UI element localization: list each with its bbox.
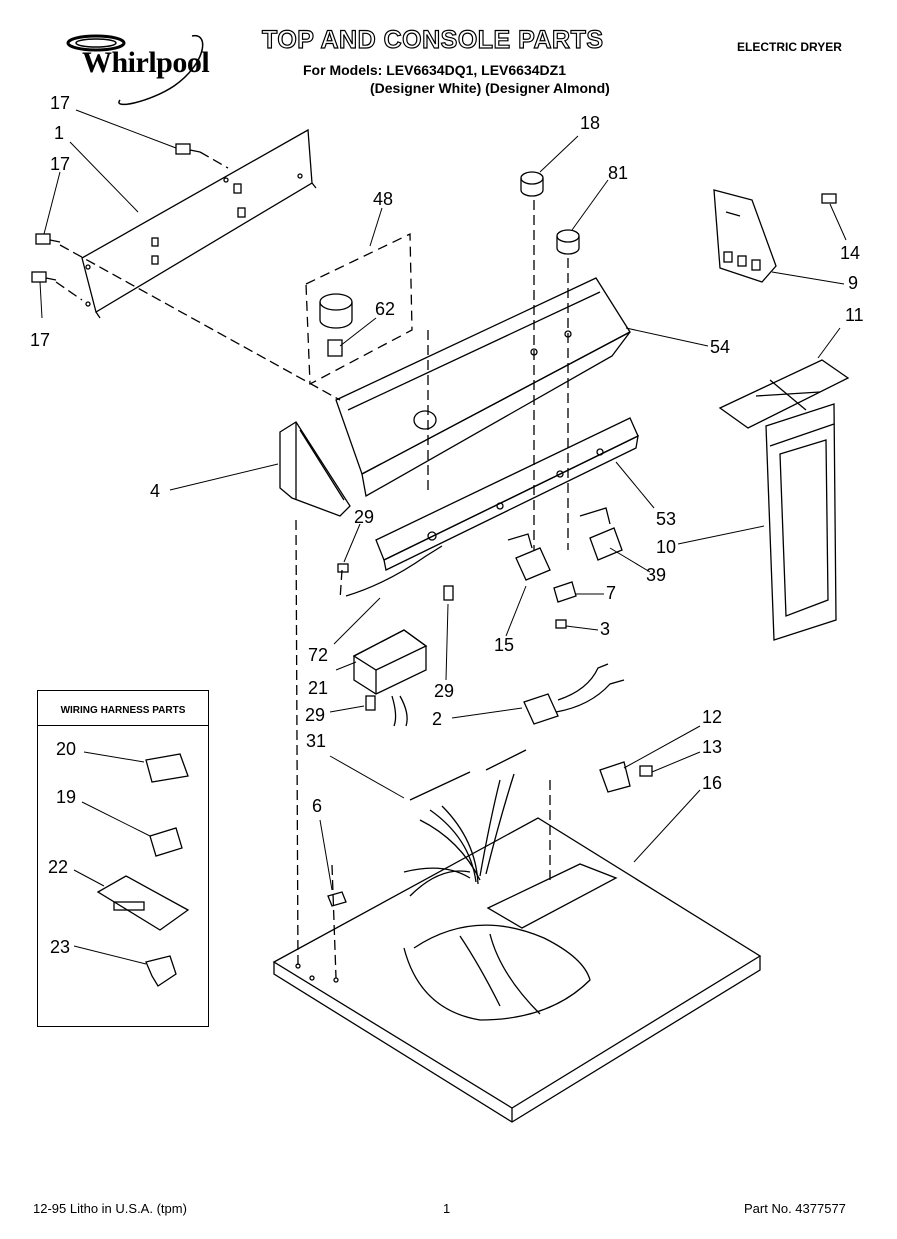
callout-17: 17 xyxy=(50,154,71,174)
part-connector-22 xyxy=(96,875,190,931)
print-info: 12-95 Litho in U.S.A. (tpm) xyxy=(33,1201,187,1216)
callout-21: 21 xyxy=(308,678,329,698)
part-console-bracket xyxy=(375,417,639,571)
part-back-plate xyxy=(81,128,317,319)
callout-23: 23 xyxy=(50,937,71,957)
callout-54: 54 xyxy=(710,337,731,357)
part-knob-assembly-box xyxy=(305,232,413,386)
part-connector-19 xyxy=(149,827,183,857)
part-hinge-9 xyxy=(713,189,777,283)
part-end-cap xyxy=(279,421,351,517)
part-clip-6 xyxy=(327,891,347,907)
part-console-panel xyxy=(335,277,631,498)
callout-7: 7 xyxy=(606,583,617,603)
part-screw-13 xyxy=(639,765,653,777)
part-connector-23 xyxy=(145,955,177,987)
callout-6: 6 xyxy=(312,796,323,816)
part-number: Part No. 4377577 xyxy=(744,1201,846,1216)
callout-4: 4 xyxy=(150,481,161,501)
callout-29: 29 xyxy=(354,507,375,527)
part-knob-62 xyxy=(319,293,353,357)
part-knob-18 xyxy=(520,171,544,197)
callout-2: 2 xyxy=(432,709,443,729)
part-lint-screen-10 xyxy=(765,403,837,641)
part-wiring-harness-31 xyxy=(403,749,591,1021)
whirlpool-logo: Whirlpool xyxy=(82,46,210,79)
callout-39: 39 xyxy=(646,565,667,585)
part-connector-20 xyxy=(145,753,189,783)
model-numbers: For Models: LEV6634DQ1, LEV6634DZ1 xyxy=(303,62,566,78)
part-clip-12 xyxy=(599,761,631,793)
part-knob-81 xyxy=(556,229,580,255)
callout-62: 62 xyxy=(375,299,396,319)
callout-1: 1 xyxy=(54,123,65,143)
callout-22: 22 xyxy=(48,857,69,877)
part-wire-72 xyxy=(345,545,443,597)
page-title: TOP AND CONSOLE PARTS xyxy=(261,25,604,54)
callout-19: 19 xyxy=(56,787,77,807)
model-variants: (Designer White) (Designer Almond) xyxy=(370,80,610,96)
inset-title: WIRING HARNESS PARTS xyxy=(60,705,186,716)
callout-18: 18 xyxy=(580,113,601,133)
callout-14: 14 xyxy=(840,243,861,263)
part-screws-29 xyxy=(337,563,454,711)
part-screw-14 xyxy=(821,193,837,204)
part-switch-15 xyxy=(507,533,551,581)
callout-17: 17 xyxy=(30,330,51,350)
part-switch-39 xyxy=(579,507,623,561)
callout-3: 3 xyxy=(600,619,611,639)
part-dryer-top xyxy=(272,817,762,1123)
callout-11: 11 xyxy=(845,305,864,325)
callout-81: 81 xyxy=(608,163,629,183)
callout-31: 31 xyxy=(306,731,327,751)
callout-29: 29 xyxy=(305,705,326,725)
leader-lines xyxy=(39,109,847,965)
callout-17: 17 xyxy=(50,93,71,113)
inset-divider xyxy=(37,725,209,726)
callout-15: 15 xyxy=(494,635,515,655)
part-lint-cover-11 xyxy=(718,359,850,429)
page-number: 1 xyxy=(443,1201,451,1216)
part-screw-3 xyxy=(555,619,567,629)
wiring-harness-inset xyxy=(37,690,209,1027)
callout-16: 16 xyxy=(702,773,723,793)
callout-20: 20 xyxy=(56,739,77,759)
part-terminal-block-2 xyxy=(523,663,625,725)
callout-29: 29 xyxy=(434,681,455,701)
callout-13: 13 xyxy=(702,737,723,757)
callout-48: 48 xyxy=(373,189,394,209)
callout-10: 10 xyxy=(656,537,677,557)
part-screws-17 xyxy=(31,143,201,283)
part-timer-21 xyxy=(352,629,428,727)
callout-72: 72 xyxy=(308,645,329,665)
appliance-type: ELECTRIC DRYER xyxy=(737,40,842,54)
whirlpool-swirl-logo xyxy=(66,34,204,106)
callout-9: 9 xyxy=(848,273,859,293)
callout-12: 12 xyxy=(702,707,723,727)
part-knob-7 xyxy=(553,581,577,603)
callout-53: 53 xyxy=(656,509,677,529)
